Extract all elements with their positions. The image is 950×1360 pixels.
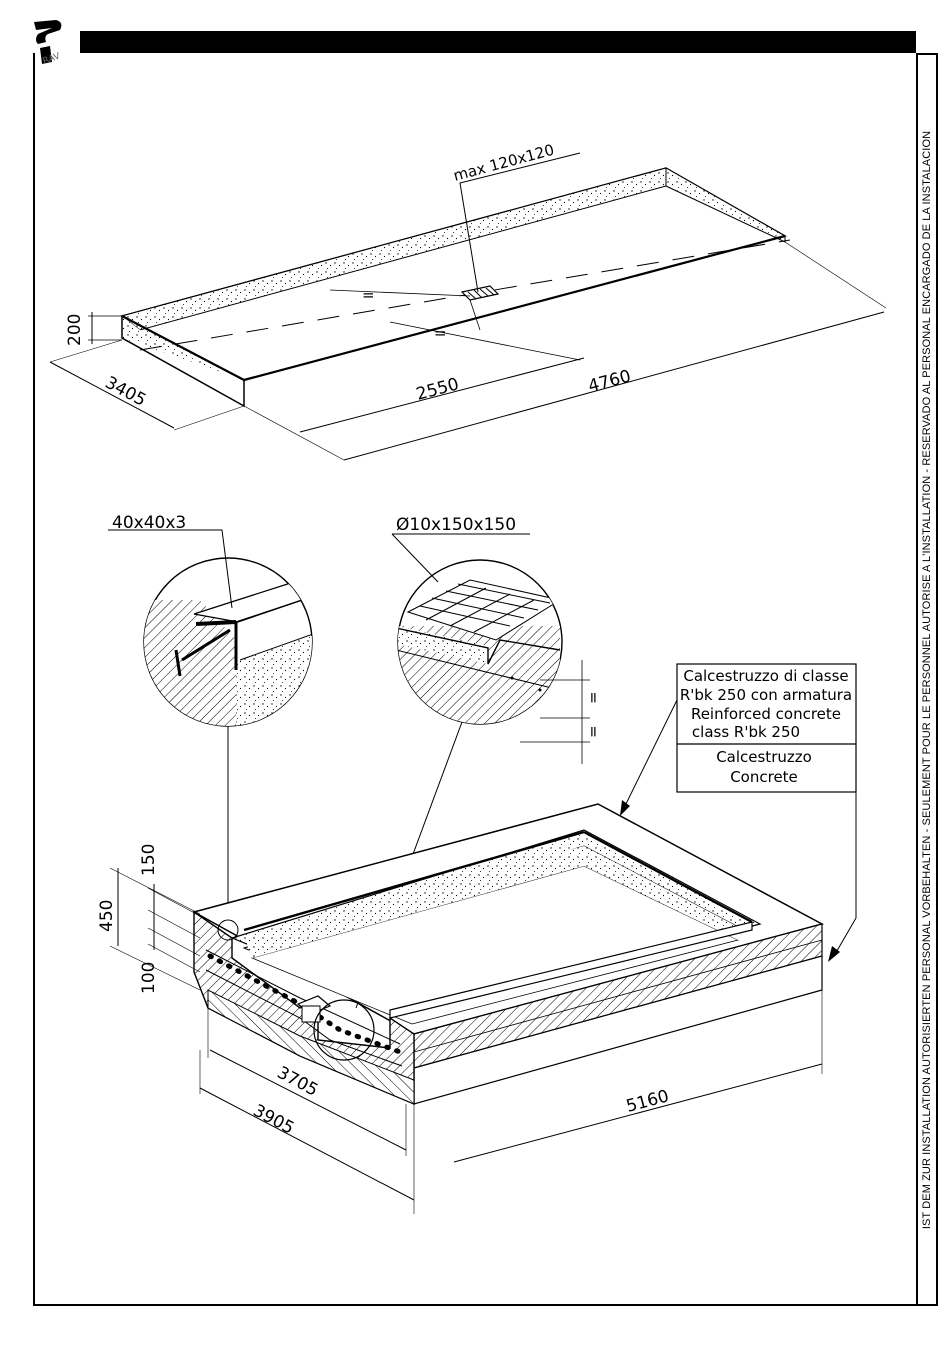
legend-reinforced-line-1: Calcestruzzo di classe [683, 667, 848, 685]
dim-drain-position: 2550 [414, 374, 461, 405]
header-bar [80, 31, 916, 53]
equal-mark-top-2: = [434, 324, 447, 342]
mesh-size-label: Ø10x150x150 [396, 515, 516, 535]
dim-slab-width: 3405 [102, 373, 150, 411]
dim-bottom-layer: 100 [139, 962, 159, 994]
legend-concrete-line-2: Concrete [730, 768, 798, 786]
dim-outer-width: 3905 [250, 1101, 298, 1139]
page-frame [33, 53, 916, 1306]
legend-reinforced-line-3: Reinforced concrete [691, 705, 841, 723]
material-legend: Calcestruzzo di classe R'bk 250 con arma… [620, 663, 857, 962]
brand-logo: RAV [34, 20, 62, 67]
dim-top-layer: 150 [139, 844, 159, 876]
side-notice-strip: IST DEM ZUR INSTALLATION AUTORISIERTEN P… [916, 53, 938, 1306]
top-slab-drawing: max 120x120 = = 200 3405 2550 4760 [49, 141, 887, 461]
dim-pit-length: 5160 [624, 1086, 671, 1117]
dim-slab-height: 200 [65, 314, 85, 346]
legend-concrete-line-1: Calcestruzzo [716, 748, 812, 766]
equal-mark-top-1: = [362, 286, 375, 304]
detail-reinforcement-mesh: Ø10x150x150 = = [355, 515, 602, 1009]
installation-drawing: max 120x120 = = 200 3405 2550 4760 [49, 141, 887, 1214]
dim-slab-length: 4760 [586, 366, 633, 397]
pit-drawing: 450 150 100 3705 3905 5160 [97, 803, 825, 1214]
equal-mark-detail-1: = [584, 691, 602, 704]
angle-iron-size-label: 40x40x3 [112, 513, 186, 533]
dim-pit-depth: 450 [97, 900, 117, 932]
equal-mark-detail-2: = [584, 725, 602, 738]
side-notice-text: IST DEM ZUR INSTALLATION AUTORISIERTEN P… [921, 130, 933, 1229]
legend-reinforced-line-4: class R'bk 250 [692, 723, 800, 741]
legend-reinforced-line-2: R'bk 250 con armatura [680, 686, 852, 704]
